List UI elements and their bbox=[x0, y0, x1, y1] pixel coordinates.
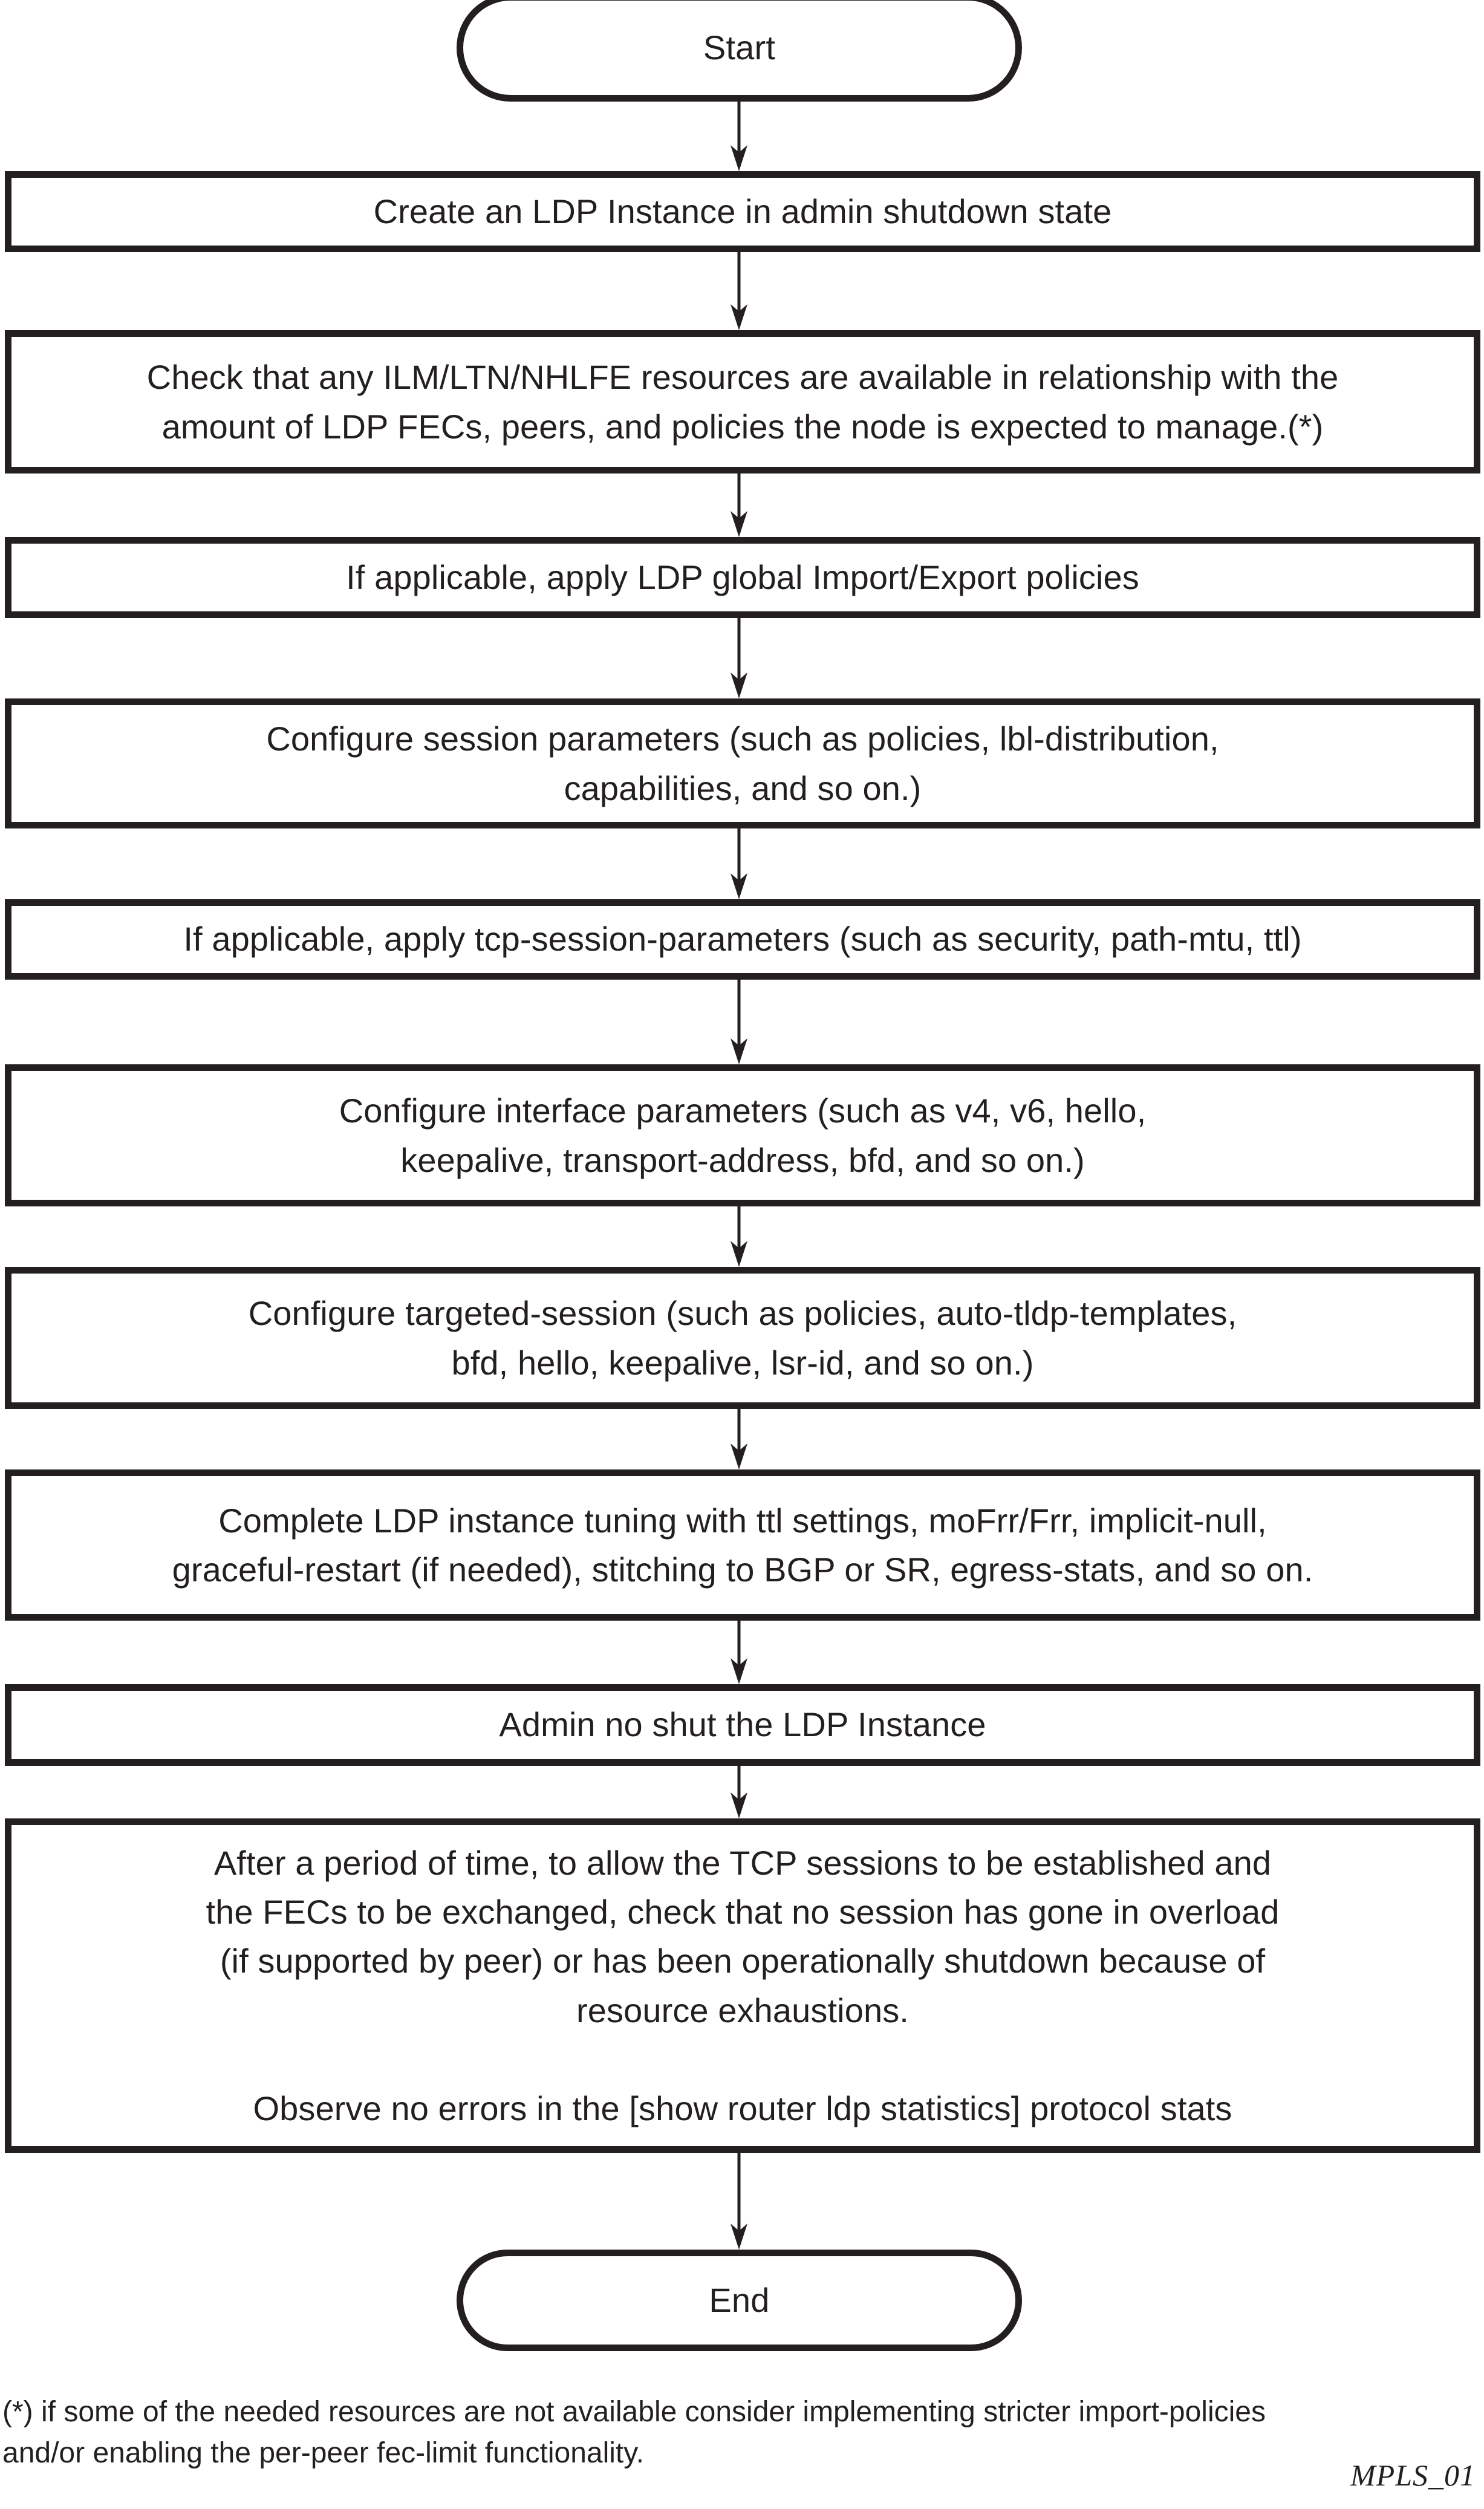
edge-instance-tuning-to-admin-no-shut bbox=[721, 1621, 757, 1684]
node-tcp-session-parameters: If applicable, apply tcp-session-paramet… bbox=[5, 899, 1480, 980]
edge-session-parameters-to-tcp-session-parameters bbox=[721, 828, 757, 899]
edge-global-policies-to-session-parameters bbox=[721, 618, 757, 698]
edge-create-ldp-instance-to-check-resources bbox=[721, 252, 757, 330]
edge-targeted-session-to-instance-tuning bbox=[721, 1409, 757, 1469]
node-tcp-session-parameters-label: If applicable, apply tcp-session-paramet… bbox=[183, 920, 1302, 958]
figure-id-label: MPLS_01 bbox=[1350, 2458, 1476, 2492]
node-targeted-session: Configure targeted-session (such as poli… bbox=[5, 1267, 1480, 1409]
node-instance-tuning: Complete LDP instance tuning with ttl se… bbox=[5, 1469, 1480, 1621]
node-instance-tuning-label: Complete LDP instance tuning with ttl se… bbox=[172, 1501, 1313, 1589]
node-targeted-session-label: Configure targeted-session (such as poli… bbox=[248, 1294, 1237, 1382]
node-session-parameters-label: Configure session parameters (such as po… bbox=[266, 720, 1219, 807]
edge-interface-parameters-to-targeted-session bbox=[721, 1206, 757, 1267]
node-start-label: Start bbox=[703, 28, 776, 67]
node-global-import-export-policies-label: If applicable, apply LDP global Import/E… bbox=[346, 558, 1139, 596]
node-verify-sessions: After a period of time, to allow the TCP… bbox=[5, 1818, 1480, 2153]
node-interface-parameters: Configure interface parameters (such as … bbox=[5, 1064, 1480, 1206]
edge-tcp-session-parameters-to-interface-parameters bbox=[721, 980, 757, 1064]
node-create-ldp-instance-label: Create an LDP Instance in admin shutdown… bbox=[373, 192, 1112, 230]
node-check-resources: Check that any ILM/LTN/NHLFE resources a… bbox=[5, 330, 1480, 473]
node-start: Start bbox=[457, 0, 1022, 102]
edge-admin-no-shut-to-verify-sessions bbox=[721, 1766, 757, 1818]
figure-footnote: (*) if some of the needed resources are … bbox=[2, 2396, 1266, 2470]
node-global-import-export-policies: If applicable, apply LDP global Import/E… bbox=[5, 537, 1480, 618]
edge-verify-sessions-to-end bbox=[721, 2153, 757, 2250]
node-admin-no-shut: Admin no shut the LDP Instance bbox=[5, 1684, 1480, 1766]
node-check-resources-label: Check that any ILM/LTN/NHLFE resources a… bbox=[146, 358, 1339, 446]
node-session-parameters: Configure session parameters (such as po… bbox=[5, 698, 1480, 828]
edge-check-resources-to-global-policies bbox=[721, 473, 757, 537]
node-admin-no-shut-label: Admin no shut the LDP Instance bbox=[499, 1705, 986, 1744]
node-verify-sessions-label: After a period of time, to allow the TCP… bbox=[206, 1843, 1280, 2127]
node-end: End bbox=[457, 2250, 1022, 2351]
edge-start-to-create-ldp-instance bbox=[721, 102, 757, 171]
node-end-label: End bbox=[709, 2281, 770, 2320]
node-create-ldp-instance: Create an LDP Instance in admin shutdown… bbox=[5, 171, 1480, 252]
node-interface-parameters-label: Configure interface parameters (such as … bbox=[339, 1092, 1147, 1179]
